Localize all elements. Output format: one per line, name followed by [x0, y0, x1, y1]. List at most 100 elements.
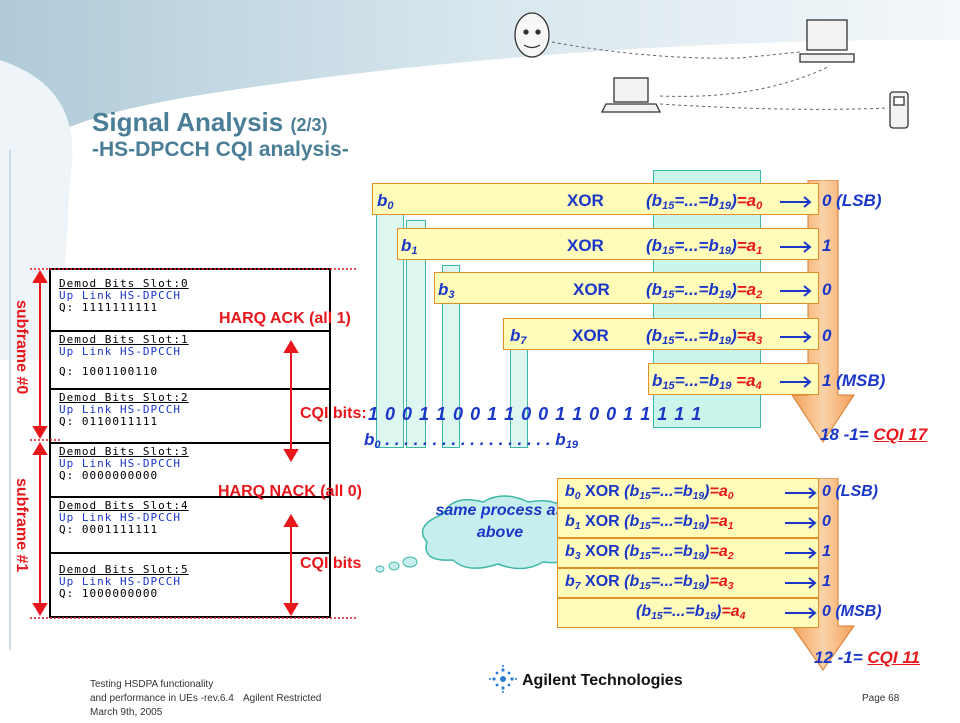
slot-channel: Up Link HS-DPCCH [59, 345, 181, 358]
desktop-icon [799, 19, 855, 63]
top-row-arrows [780, 196, 812, 388]
slot-channel: Up Link HS-DPCCH [59, 575, 181, 588]
top-row-2 [434, 272, 819, 304]
footer-line-3: March 9th, 2005 [90, 707, 163, 718]
cloud-tail [375, 556, 418, 573]
top-eq-3: (b15=...=b19)=a3 [646, 326, 763, 347]
bottom-out-4: 0 (MSB) [822, 603, 882, 620]
top-out-2: 0 [822, 280, 832, 299]
slot-q-bits: Q: 0110011111 [59, 415, 159, 428]
slot-0: Demod Bits Slot:0 Up Link HS-DPCCH Q: 11… [59, 278, 189, 314]
laptop-icon [600, 77, 662, 113]
footer-restricted: Agilent Restricted [243, 693, 322, 704]
footer-line-1: Testing HSDPA functionality [90, 679, 214, 690]
bottom-row-4 [557, 598, 819, 628]
page-subtitle: -HS-DPCCH CQI analysis- [92, 138, 349, 161]
cqi-bit-sequence: 1 0 0 1 1 0 0 1 1 0 0 1 1 0 0 1 1 1 1 1 [368, 404, 703, 424]
cqi-bits-label-top: CQI bits: [300, 405, 367, 422]
slot-q-bits: Q: 1001100110 [59, 365, 159, 378]
top-row-1 [397, 228, 819, 260]
top-xor-3: XOR [572, 326, 609, 345]
slot-header: Demod Bits Slot:2 [59, 391, 189, 404]
slot-q-bits: Q: 0000000000 [59, 469, 159, 482]
bit-index-range: b0 . . . . . . . . . . . . . . . . . . b… [364, 430, 578, 451]
bottom-result-calc: 12 -1= [814, 648, 868, 667]
bottom-eq-4: (b15=...=b19)=a4 [636, 603, 746, 622]
slot-q-bits: Q: 1111111111 [59, 301, 159, 314]
slot-q-bits: Q: 0001111111 [59, 523, 159, 536]
brand-name: Agilent Technologies [522, 672, 683, 689]
bottom-out-3: 1 [822, 573, 831, 590]
slot-3: Demod Bits Slot:3 Up Link HS-DPCCH Q: 00… [59, 446, 189, 482]
slot-channel: Up Link HS-DPCCH [59, 511, 181, 524]
slot-header: Demod Bits Slot:1 [59, 333, 189, 346]
cloud-text: same process as above [435, 502, 565, 541]
top-xor-0: XOR [567, 191, 604, 210]
slot-channel: Up Link HS-DPCCH [59, 457, 181, 470]
subframe-1-label: subframe #1 [13, 478, 30, 573]
slot-header: Demod Bits Slot:3 [59, 445, 189, 458]
top-eq-2: (b15=...=b19)=a2 [646, 280, 763, 301]
slot-channel: Up Link HS-DPCCH [59, 403, 181, 416]
top-b7: b7 [510, 326, 527, 347]
head-icon [514, 12, 550, 58]
top-out-4: 1 (MSB) [822, 371, 886, 390]
top-eq-1: (b15=...=b19)=a1 [646, 236, 763, 257]
bottom-eq-1: b1 XOR (b15=...=b19)=a1 [565, 513, 734, 532]
bottom-out-0: 0 (LSB) [822, 483, 878, 500]
cqi-bits-label-bottom: CQI bits [300, 555, 362, 572]
slot-1: Demod Bits Slot:1 Up Link HS-DPCCH Q: 10… [59, 334, 189, 378]
slot-4: Demod Bits Slot:4 Up Link HS-DPCCH Q: 00… [59, 500, 189, 536]
bottom-out-1: 0 [822, 513, 831, 530]
bottom-eq-2: b3 XOR (b15=...=b19)=a2 [565, 543, 734, 562]
bit-bar-b3 [442, 265, 460, 448]
agilent-spark-logo [489, 665, 517, 693]
bottom-row-2 [557, 538, 819, 568]
harq-nack-label: HARQ NACK (all 0) [218, 483, 363, 500]
top-output-arrow [791, 180, 855, 443]
top-out-3: 0 [822, 326, 832, 345]
bottom-row-0 [557, 478, 819, 508]
top-b3: b3 [438, 280, 455, 301]
bottom-row-1 [557, 508, 819, 538]
slot-header: Demod Bits Slot:5 [59, 563, 189, 576]
bottom-eq-0: b0 XOR (b15=...=b19)=a0 [565, 483, 734, 502]
bottom-cqi-value: CQI 11 [867, 648, 920, 667]
phone-icon [889, 91, 909, 129]
title-text: Signal Analysis [92, 107, 284, 137]
top-result-calc: 18 -1= [820, 425, 874, 444]
slot-2: Demod Bits Slot:2 Up Link HS-DPCCH Q: 01… [59, 392, 189, 428]
page-title: Signal Analysis (2/3) [92, 107, 327, 138]
top-b1: b1 [401, 236, 418, 257]
slot-5: Demod Bits Slot:5 Up Link HS-DPCCH Q: 10… [59, 564, 189, 600]
harq-ack-label: HARQ ACK (all 1) [219, 310, 351, 327]
footer-doc-info: Testing HSDPA functionality and performa… [90, 678, 234, 720]
bottom-result: 12 -1= CQI 11 [814, 648, 920, 668]
top-result: 18 -1= CQI 17 [820, 425, 927, 445]
top-b0: b0 [377, 191, 394, 212]
bottom-row-arrows [785, 487, 817, 619]
top-xor-2: XOR [573, 280, 610, 299]
subframe-0-label: subframe #0 [13, 300, 30, 395]
footer-line-2: and performance in UEs -rev.6.4 [90, 693, 234, 704]
bottom-out-2: 1 [822, 543, 831, 560]
bottom-row-3 [557, 568, 819, 598]
slot-q-bits: Q: 1000000000 [59, 587, 159, 600]
top-row-0 [372, 183, 819, 215]
top-cqi-value: CQI 17 [873, 425, 928, 444]
page-number: Page 68 [862, 693, 900, 704]
bit-bar-b1 [406, 220, 426, 448]
slot-header: Demod Bits Slot:4 [59, 499, 189, 512]
top-eq-0: (b15=...=b19)=a0 [646, 191, 763, 212]
top-xor-1: XOR [567, 236, 604, 255]
top-out-1: 1 [822, 236, 832, 255]
slot-header: Demod Bits Slot:0 [59, 277, 189, 290]
top-row-3 [503, 318, 819, 350]
top-eq-4: b15=...=b19 =a4 [652, 371, 762, 392]
demod-bits-panel: Demod Bits Slot:0 Up Link HS-DPCCH Q: 11… [49, 268, 331, 618]
top-row-4 [648, 363, 819, 395]
bottom-eq-3: b7 XOR (b15=...=b19)=a3 [565, 573, 734, 592]
top-out-0: 0 (LSB) [822, 191, 882, 210]
title-suffix: (2/3) [290, 115, 328, 135]
subframe-brackets [30, 268, 358, 619]
